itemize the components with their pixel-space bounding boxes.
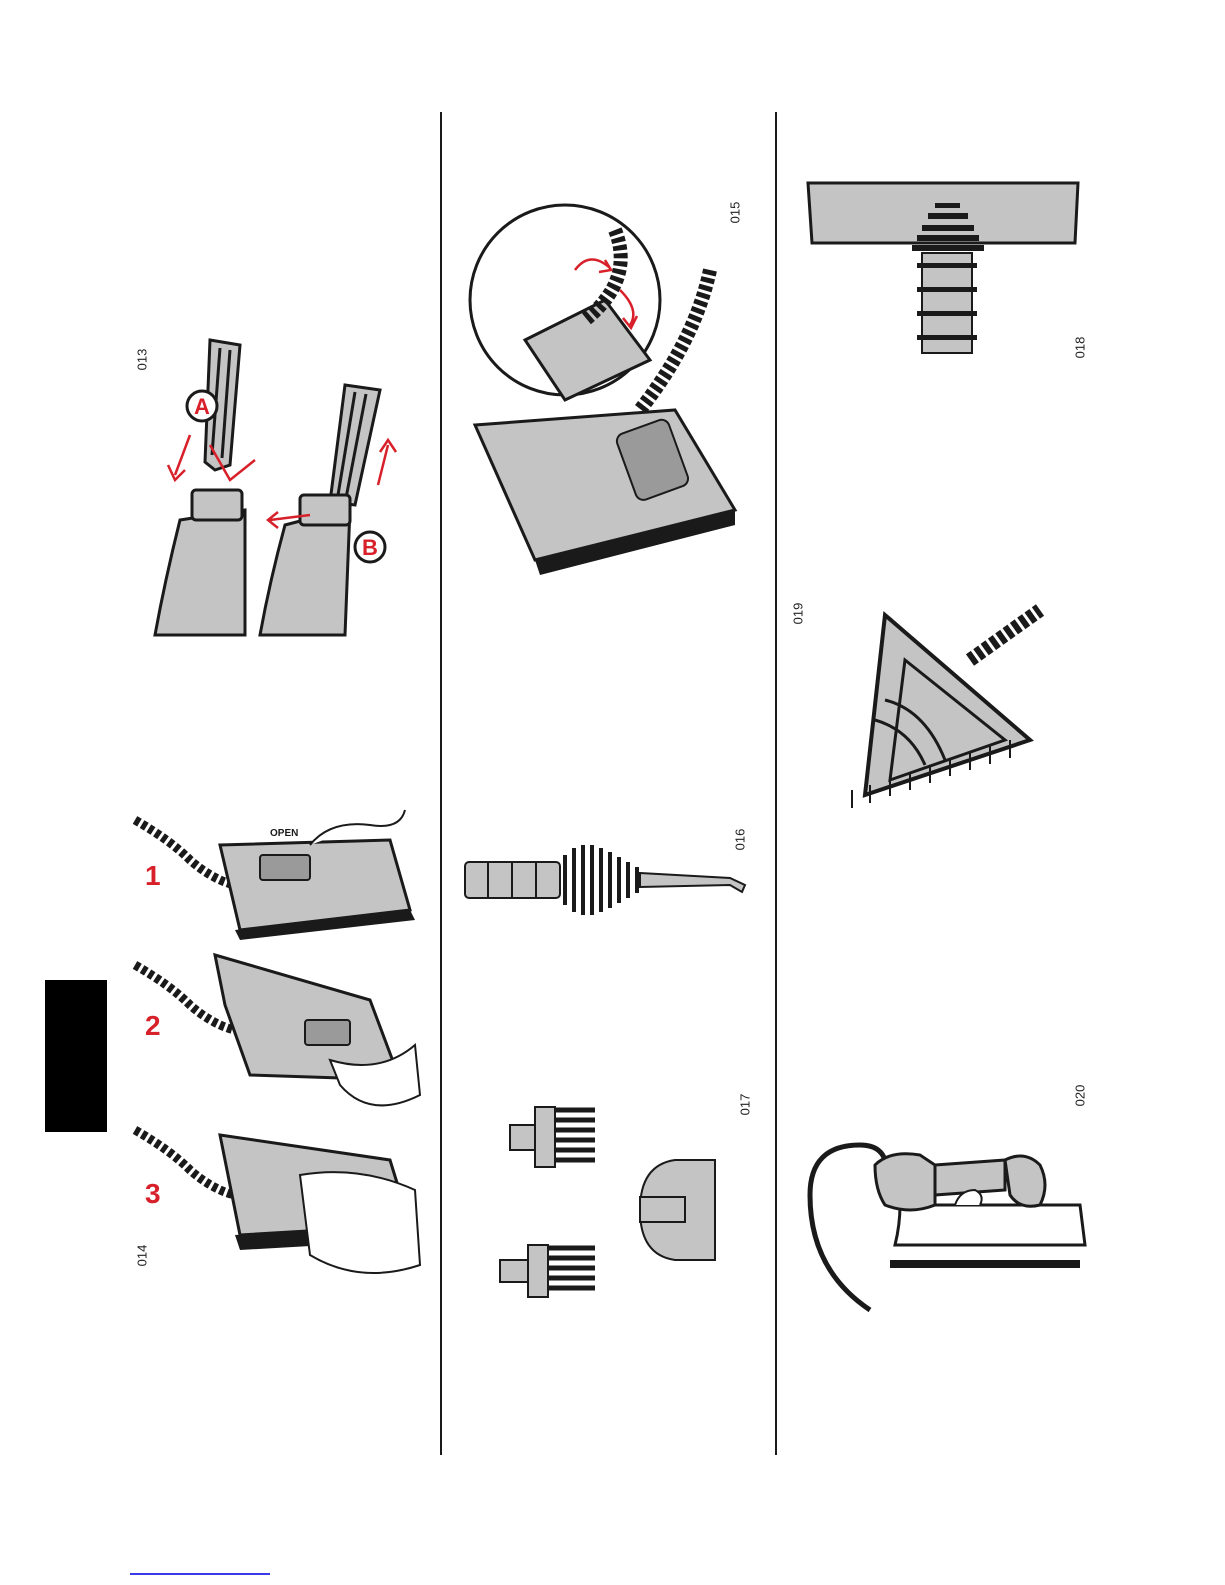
column-divider-left (440, 112, 442, 1455)
figure-018-window-nozzle (800, 175, 1090, 360)
figure-number-020: 020 (1073, 1076, 1088, 1116)
figure-014-step-2 (130, 945, 420, 1125)
callout-b: B (362, 535, 378, 560)
section-tab (45, 980, 107, 1132)
open-label: OPEN (270, 828, 298, 839)
figure-015-floor-brush (465, 190, 745, 590)
step-2-label: 2 (145, 1010, 161, 1042)
figure-020-steam-iron (800, 1135, 1090, 1310)
figure-016-nozzle (460, 840, 755, 920)
figure-019-triangle-brush (830, 600, 1060, 820)
figure-number-017: 017 (738, 1085, 753, 1125)
figure-013-hose-connection: A B (150, 330, 410, 635)
step-1-label: 1 (145, 860, 161, 892)
figure-014-step-3 (130, 1115, 420, 1285)
figure-number-019: 019 (791, 594, 806, 634)
figure-014-step-1: OPEN (130, 800, 420, 950)
column-divider-right (775, 112, 777, 1455)
bottom-link-underline (130, 1573, 270, 1575)
figure-017-small-brushes (495, 1095, 725, 1305)
step-3-label: 3 (145, 1178, 161, 1210)
callout-a: A (194, 394, 210, 419)
figure-number-013: 013 (135, 340, 150, 380)
